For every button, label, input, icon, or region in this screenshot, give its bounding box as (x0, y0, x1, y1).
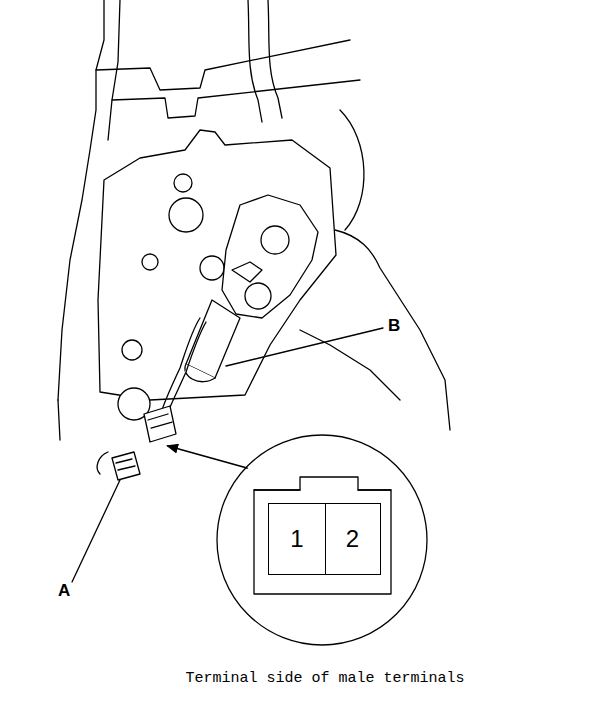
terminal-cell: 1 (268, 503, 326, 575)
detail-arrow (168, 446, 247, 468)
gear-shaft (245, 283, 271, 309)
cable (248, 0, 262, 122)
cable (268, 0, 282, 118)
door-frame (58, 0, 450, 440)
panel-edge (300, 330, 400, 400)
plate-hole (122, 340, 142, 360)
frame-edge (58, 0, 104, 400)
gearbox-housing (222, 195, 318, 318)
view-caption: Terminal side of male terminals (185, 670, 464, 687)
connector-detail (116, 459, 135, 470)
motor-wire (162, 318, 200, 410)
gear-cover (261, 226, 289, 254)
callout-letter: B (388, 316, 400, 336)
leader-line (72, 480, 120, 582)
frame-edge (112, 80, 360, 118)
frame-edge (58, 400, 60, 440)
plate-hole (200, 256, 224, 280)
connector-face (254, 489, 391, 490)
plate-outline (98, 130, 336, 400)
terminal-number: 2 (346, 525, 359, 553)
connector-detail (148, 414, 172, 428)
connector-face (254, 477, 391, 594)
plate-hole (174, 174, 192, 192)
detail-circle (217, 435, 427, 645)
window-motor (144, 195, 318, 442)
panel-edge (335, 230, 450, 430)
connector-clip (97, 452, 108, 474)
plate-hole (142, 254, 158, 270)
motor-wire (168, 322, 206, 412)
leader-lines (72, 328, 383, 582)
panel-edge (340, 110, 364, 230)
frame-edge (96, 40, 350, 90)
terminal-cell: 2 (325, 503, 381, 575)
gear-boss (232, 262, 262, 282)
mounting-plate (98, 130, 336, 420)
motor-body (186, 300, 240, 378)
connector-b (144, 406, 176, 442)
plate-hole (169, 198, 203, 232)
motor-end (185, 364, 215, 382)
leader-line (226, 328, 383, 366)
detail-view (168, 435, 427, 645)
harness-connector-a (97, 452, 140, 480)
callout-letter: A (58, 581, 70, 601)
connector-a (112, 452, 140, 480)
terminal-number: 1 (290, 525, 303, 553)
